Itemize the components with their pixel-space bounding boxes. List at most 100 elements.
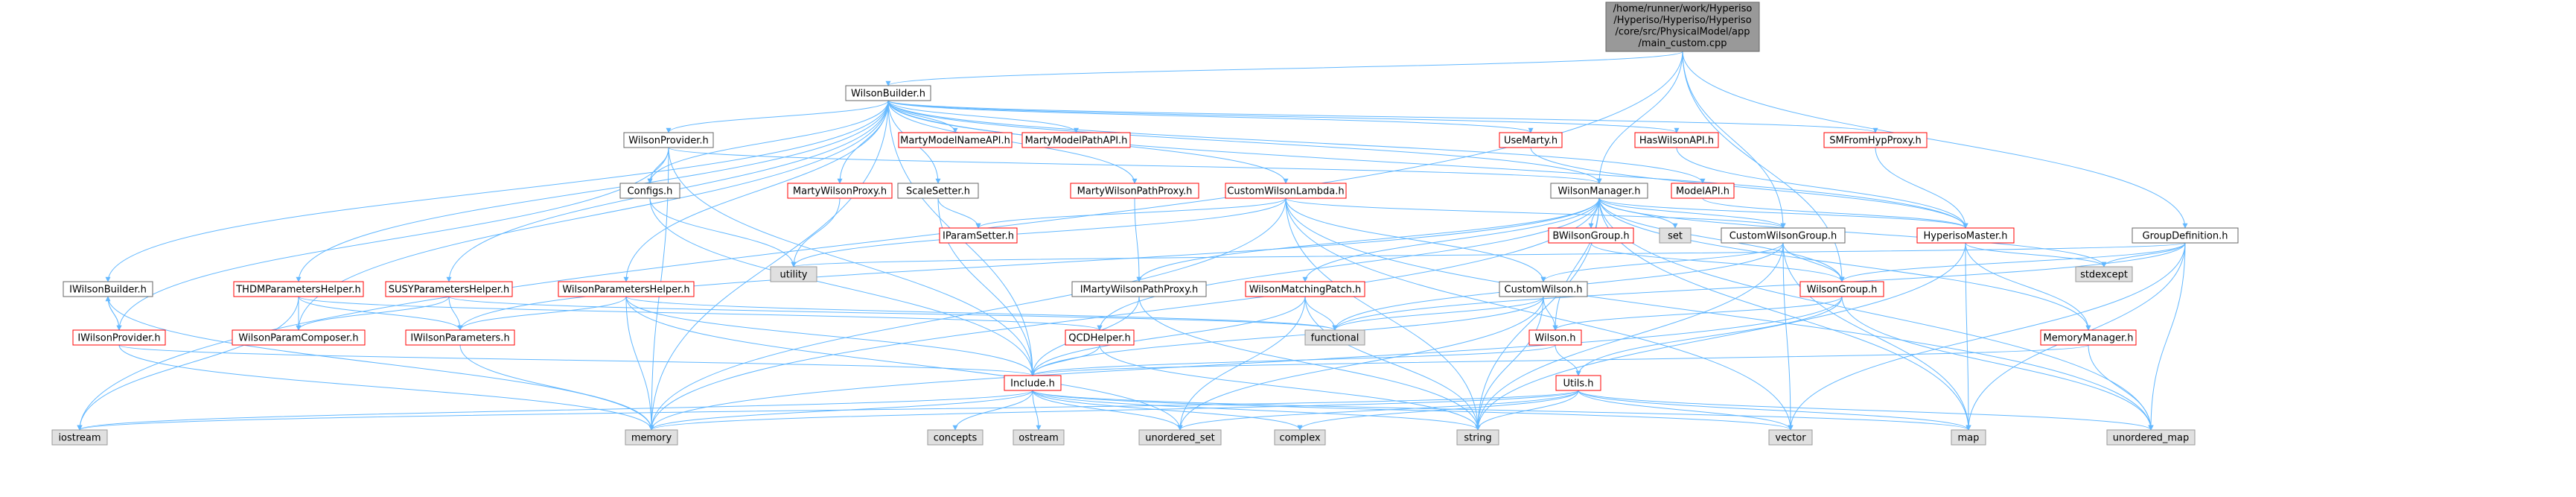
node-box <box>558 281 695 297</box>
node-marty-wilson-path-proxy[interactable]: MartyWilsonPathProxy.h <box>1070 183 1199 199</box>
dependency-edge <box>1682 51 2188 229</box>
node-label: BWilsonGroup.h <box>1552 231 1629 242</box>
node-label: unordered_map <box>2113 433 2190 444</box>
dependency-edge <box>459 344 654 431</box>
node-label: memory <box>631 433 672 444</box>
dependency-edge <box>1475 242 1966 431</box>
dependency-edge <box>1530 147 1968 229</box>
dependency-edge <box>975 197 1287 229</box>
node-wilson-builder[interactable]: WilsonBuilder.h <box>845 85 931 101</box>
node-marty-model-path-api[interactable]: MartyModelPathAPI.h <box>1021 132 1131 148</box>
node-box <box>1065 329 1135 346</box>
node-box <box>1951 429 1986 446</box>
node-label: Wilson.h <box>1534 333 1575 344</box>
node-iwilson-parameters[interactable]: IWilsonParameters.h <box>405 329 515 346</box>
root-file-node[interactable]: /home/runner/work/Hyperiso/Hyperiso/Hype… <box>1605 1 1760 52</box>
node-susyparameters-helper[interactable]: SUSYParametersHelper.h <box>385 281 513 297</box>
node-wilson[interactable]: Wilson.h <box>1528 329 1582 346</box>
node-box <box>1499 281 1588 297</box>
node-label: ScaleSetter.h <box>906 186 970 197</box>
node-label: functional <box>1311 333 1359 344</box>
dependency-edge <box>457 197 1600 331</box>
dependency-edge <box>2088 344 2154 431</box>
node-model-api[interactable]: ModelAPI.h <box>1671 183 1735 199</box>
node-label: MartyModelPathAPI.h <box>1025 136 1128 147</box>
dependency-edge <box>885 51 1683 86</box>
dependency-edge <box>952 390 1033 431</box>
node-configs[interactable]: Configs.h <box>619 183 680 199</box>
dependency-edge <box>1552 296 1843 331</box>
node-label: SUSYParametersHelper.h <box>389 285 510 296</box>
node-smfrom-hyp-proxy[interactable]: SMFromHypProxy.h <box>1823 132 1928 148</box>
dependency-edge <box>887 100 1968 229</box>
node-wilson-provider[interactable]: WilsonProvider.h <box>623 132 714 148</box>
node-wilson-group[interactable]: WilsonGroup.h <box>1799 281 1884 297</box>
node-bwilson-group[interactable]: BWilsonGroup.h <box>1548 227 1634 244</box>
node-box <box>1916 227 2015 244</box>
dependency-edge <box>1475 242 1784 431</box>
dependency-edge <box>1302 197 1600 282</box>
node-box <box>770 266 817 282</box>
node-utils[interactable]: Utils.h <box>1555 375 1601 391</box>
node-group-definition[interactable]: GroupDefinition.h <box>2132 227 2239 244</box>
dependency-edge <box>1475 390 1579 431</box>
dependency-edge <box>648 390 1579 431</box>
node-label: IWilsonBuilder.h <box>69 285 147 296</box>
node-label: UseMarty.h <box>1504 136 1558 147</box>
node-label: CustomWilsonGroup.h <box>1729 231 1837 242</box>
node-label: string <box>1464 433 1491 444</box>
node-use-marty[interactable]: UseMarty.h <box>1499 132 1563 148</box>
node-wilson-matching-patch[interactable]: WilsonMatchingPatch.h <box>1245 281 1365 297</box>
node-hyperiso-master[interactable]: HyperisoMaster.h <box>1916 227 2015 244</box>
dependency-edge <box>77 51 1683 431</box>
dependency-edge <box>1575 296 1843 376</box>
node-box <box>1225 183 1347 199</box>
dependency-edge <box>1304 296 1481 431</box>
node-box <box>1721 227 1846 244</box>
node-label: CustomWilsonLambda.h <box>1227 186 1344 197</box>
node-string: string <box>1456 429 1499 446</box>
node-iwilson-builder[interactable]: IWilsonBuilder.h <box>63 281 153 297</box>
node-imarty-wilson-path-proxy[interactable]: IMartyWilsonPathProxy.h <box>1071 281 1207 297</box>
dependency-edge <box>2148 242 2186 431</box>
node-box <box>1138 429 1222 446</box>
node-custom-wilson[interactable]: CustomWilson.h <box>1499 281 1588 297</box>
dependency-edge <box>647 100 889 184</box>
node-label: WilsonManager.h <box>1558 186 1641 197</box>
node-custom-wilson-lambda[interactable]: CustomWilsonLambda.h <box>1225 183 1347 199</box>
dependency-edge <box>649 197 1036 376</box>
node-label: IMartyWilsonPathProxy.h <box>1080 285 1199 296</box>
node-qcdhelper[interactable]: QCDHelper.h <box>1065 329 1135 346</box>
node-marty-model-name-api[interactable]: MartyModelNameAPI.h <box>898 132 1013 148</box>
node-iparam-setter[interactable]: IParamSetter.h <box>939 227 1018 244</box>
node-box <box>1070 183 1199 199</box>
node-memory-manager[interactable]: MemoryManager.h <box>2040 329 2137 346</box>
node-box <box>1456 429 1499 446</box>
node-marty-wilson-proxy[interactable]: MartyWilsonProxy.h <box>787 183 893 199</box>
dependency-edge <box>1285 197 1546 282</box>
root-node-label-line: /core/src/PhysicalModel/app <box>1615 27 1750 38</box>
node-custom-wilson-group[interactable]: CustomWilsonGroup.h <box>1721 227 1846 244</box>
dependency-edge <box>1136 197 1600 282</box>
dependency-edge <box>1782 242 1845 282</box>
node-box <box>1071 281 1207 297</box>
node-unordered_set: unordered_set <box>1138 429 1222 446</box>
node-box <box>1548 227 1634 244</box>
node-wilson-param-composer[interactable]: WilsonParamComposer.h <box>232 329 366 346</box>
dependency-edge <box>1138 296 1481 431</box>
dependency-edge <box>1030 296 1544 376</box>
node-include[interactable]: Include.h <box>1004 375 1062 391</box>
dependency-edge <box>457 296 627 331</box>
dependency-edge <box>1841 296 2154 431</box>
node-scale-setter[interactable]: ScaleSetter.h <box>897 183 979 199</box>
node-thdmparameters-helper[interactable]: THDMParametersHelper.h <box>233 281 364 297</box>
node-label: Configs.h <box>628 186 673 197</box>
node-has-wilson-api[interactable]: HasWilsonAPI.h <box>1634 132 1719 148</box>
node-iwilson-provider[interactable]: IWilsonProvider.h <box>72 329 166 346</box>
node-wilson-parameters-helper[interactable]: WilsonParametersHelper.h <box>558 281 695 297</box>
dependency-edge <box>1598 197 1786 229</box>
dependency-edge <box>1839 242 2186 282</box>
node-wilson-manager[interactable]: WilsonManager.h <box>1550 183 1648 199</box>
node-label: WilsonParamComposer.h <box>238 333 358 344</box>
node-box <box>1799 281 1884 297</box>
